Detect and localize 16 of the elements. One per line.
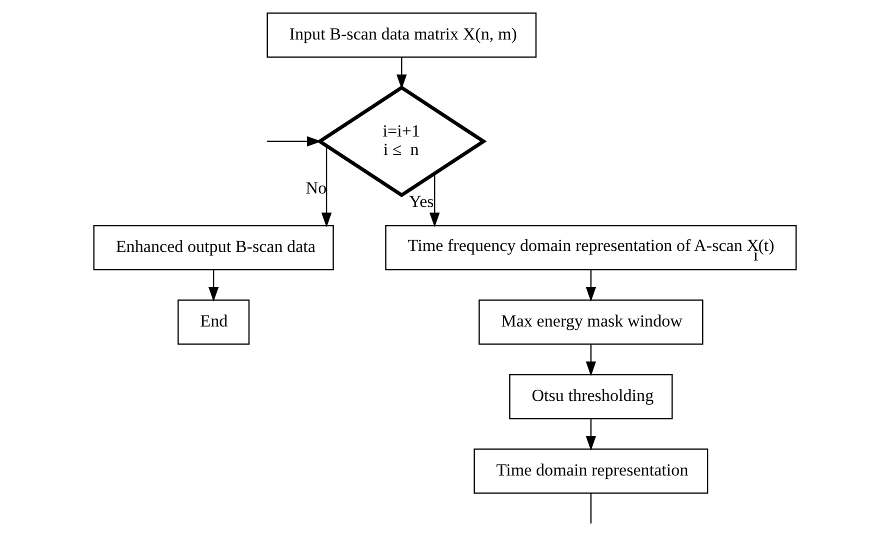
node-box: Max energy mask window <box>478 300 704 345</box>
arrow <box>586 344 596 376</box>
node-box: Time domain representation <box>474 448 708 494</box>
node-box: Input B-scan data matrix X(n, m) <box>266 12 537 58</box>
arrow <box>586 270 596 302</box>
arrow <box>586 418 596 451</box>
node-box: Enhanced output B-scan data <box>93 225 334 270</box>
arrow <box>208 270 219 302</box>
node-box: Otsu thresholding <box>509 374 673 420</box>
edge-label: Yes <box>408 192 434 212</box>
connector <box>590 493 592 524</box>
arrow <box>321 146 332 228</box>
node-box: End <box>178 300 250 345</box>
arrow <box>429 174 440 228</box>
edge-label: No <box>306 178 327 198</box>
arrow <box>396 57 407 90</box>
